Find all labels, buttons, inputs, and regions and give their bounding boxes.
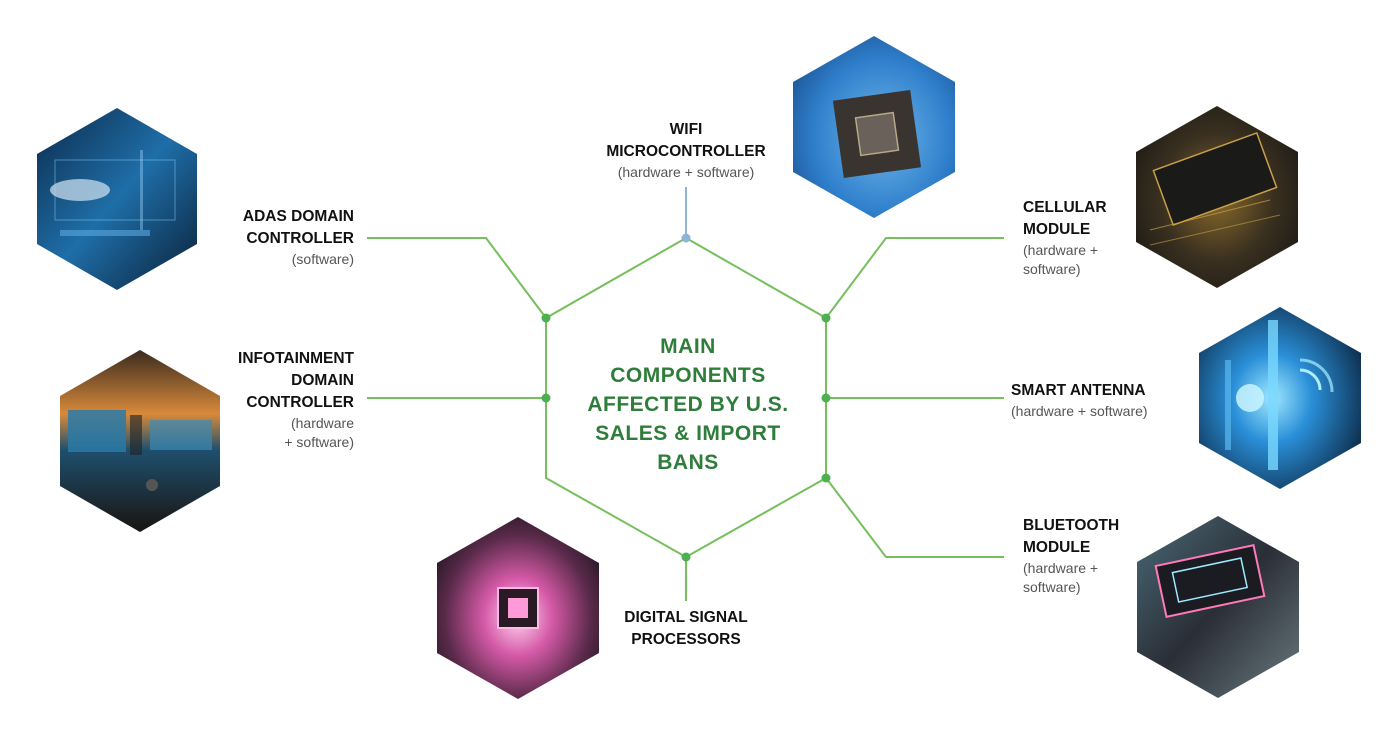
antenna-subtitle: (hardware + software) — [1011, 403, 1148, 419]
antenna-label: SMART ANTENNA (hardware + software) — [1011, 380, 1191, 421]
infotainment-title: INFOTAINMENT DOMAIN CONTROLLER — [238, 350, 354, 411]
bluetooth-label: BLUETOOTH MODULE (hardware + software) — [1023, 515, 1143, 597]
antenna-image — [1199, 307, 1361, 489]
bluetooth-title: BLUETOOTH MODULE — [1023, 517, 1120, 556]
node-antenna — [821, 393, 831, 403]
connector-adas — [367, 237, 547, 319]
adas-image — [37, 108, 197, 290]
cellular-image — [1136, 106, 1298, 288]
wifi-label: WIFI MICROCONTROLLER (hardware + softwar… — [586, 119, 786, 182]
wifi-title: WIFI MICROCONTROLLER — [606, 121, 766, 160]
cellular-subtitle: (hardware + software) — [1023, 242, 1099, 277]
antenna-title: SMART ANTENNA — [1011, 382, 1146, 399]
dsp-image — [437, 517, 599, 699]
node-adas — [541, 313, 551, 323]
infotainment-image — [60, 350, 220, 532]
wifi-image — [793, 36, 955, 218]
node-wifi — [681, 233, 691, 243]
infotainment-label: INFOTAINMENT DOMAIN CONTROLLER (hardware… — [200, 348, 354, 452]
adas-label: ADAS DOMAIN CONTROLLER (software) — [200, 206, 354, 269]
center-title: MAIN COMPONENTS AFFECTED BY U.S. SALES &… — [587, 335, 789, 474]
adas-title: ADAS DOMAIN CONTROLLER — [242, 208, 354, 247]
adas-subtitle: (software) — [291, 251, 354, 267]
infotainment-subtitle: (hardware + software) — [284, 415, 354, 450]
node-infotainment — [541, 393, 551, 403]
connector-cellular — [825, 237, 1004, 319]
wifi-subtitle: (hardware + software) — [617, 164, 755, 180]
dsp-title: DIGITAL SIGNAL PROCESSORS — [624, 609, 748, 648]
dsp-label: DIGITAL SIGNAL PROCESSORS — [596, 607, 776, 651]
node-dsp — [681, 552, 691, 562]
bluetooth-subtitle: (hardware + software) — [1023, 560, 1099, 595]
node-bluetooth — [821, 473, 831, 483]
node-cellular — [821, 313, 831, 323]
connector-bluetooth — [825, 477, 1004, 558]
bluetooth-image — [1137, 516, 1299, 698]
cellular-title: CELLULAR MODULE — [1023, 199, 1107, 238]
cellular-label: CELLULAR MODULE (hardware + software) — [1023, 197, 1143, 279]
